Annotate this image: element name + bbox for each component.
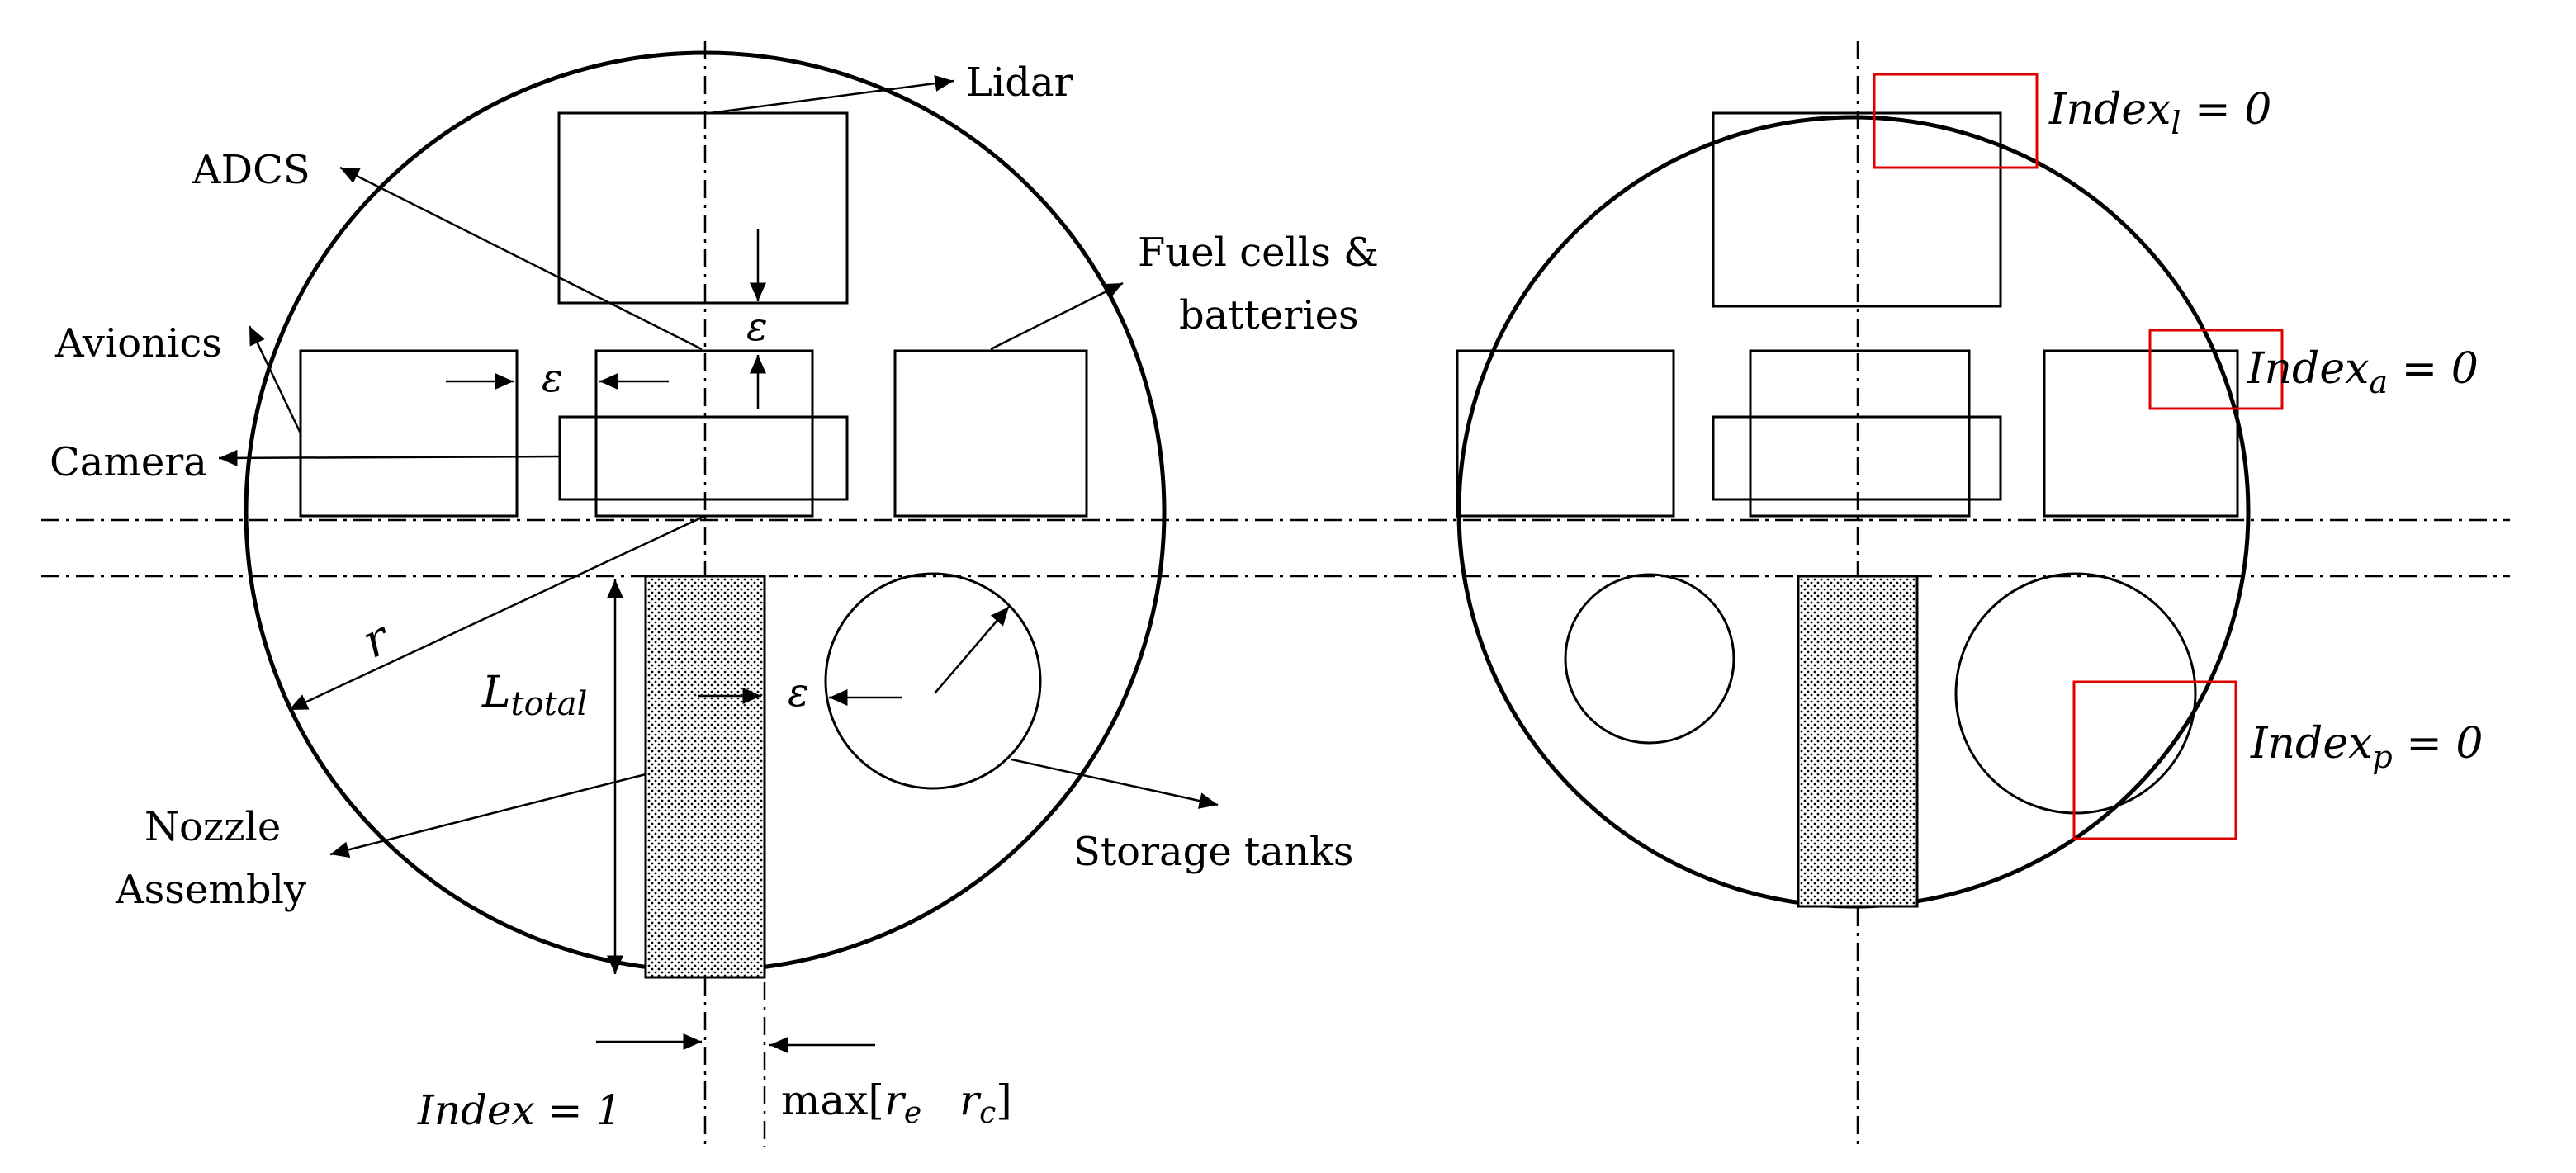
radius-arrow [288,514,706,712]
adcs-label: ADCS [192,147,310,193]
l-total-label: Ltotal [481,668,587,723]
nozzle-assembly [644,575,766,979]
adcs-leader [339,166,703,351]
tank-radius-arrow [934,606,1010,694]
avionics-label: Avionics [54,320,222,367]
epsilon-label-nozzle: ε [788,669,809,716]
adcs-box-right [1749,349,1971,518]
fuel-cells-leader [990,281,1124,351]
radius-label: r [354,610,400,669]
fuel-cells-box [893,349,1088,518]
lidar-box [557,111,849,305]
right-panel: Indexl = 0 Indexa = 0 Indexp = 0 [1456,41,2483,1147]
avionics-leader [248,325,302,434]
index-a-label: Indexa = 0 [2247,344,2479,400]
nozzle-leader [329,773,646,858]
lidar-leader [709,75,954,115]
camera-leader [218,449,561,466]
index-equals-one: Index = 1 [417,1086,622,1134]
storage-tanks-leader [1011,758,1219,809]
left-panel: Lidar ADCS Fuel cells & batteries Avioni… [41,41,2510,1147]
propulsion-violation-box [2072,680,2237,840]
small-storage-tank-right [1564,573,1735,745]
epsilon-label-horizontal: ε [542,355,563,401]
fuel-cells-label-line1: Fuel cells & [1138,229,1379,276]
index-p-label: Indexp = 0 [2250,719,2483,775]
camera-label: Camera [50,439,207,485]
camera-box [558,415,849,501]
nozzle-label-line1: Nozzle [144,804,281,850]
storage-tank [824,572,1042,790]
nozzle-assembly-right [1797,575,1919,908]
lidar-box-right [1712,111,2002,308]
fuel-cells-box-right [2043,349,2239,518]
lidar-violation-box [1873,73,2039,169]
avionics-box [299,349,519,518]
index-l-label: Indexl = 0 [2048,85,2271,141]
large-storage-tank-right [1954,572,2197,815]
storage-tanks-label: Storage tanks [1073,829,1354,875]
camera-box-right [1712,415,2002,501]
epsilon-label-vertical: ε [746,304,768,350]
avionics-box-right [1456,349,1675,518]
fuel-cells-label-line2: batteries [1179,292,1359,338]
avionics-violation-box [2148,329,2284,410]
lidar-label: Lidar [966,59,1073,106]
nozzle-label-line2: Assembly [115,867,306,913]
